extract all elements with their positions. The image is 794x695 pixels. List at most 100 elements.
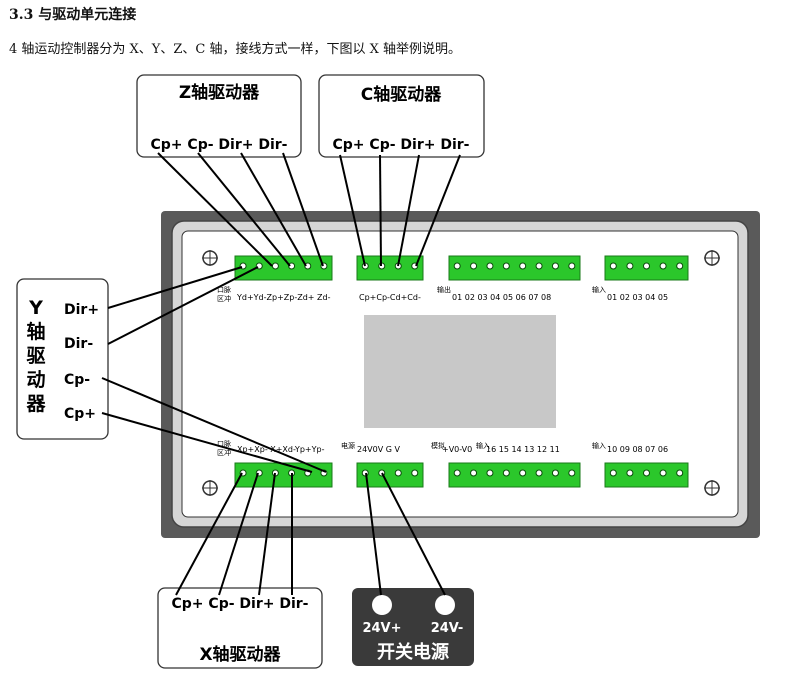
y-pin-cp-plus: Cp+ — [64, 406, 96, 422]
terminal-screw-icon — [643, 262, 650, 270]
y-pin-dir-plus: Dir+ — [64, 302, 99, 318]
top-in-label: 输入 — [592, 285, 606, 294]
terminal-bottom-in — [448, 462, 581, 488]
top-in-pin-labels: 01 02 03 04 05 — [607, 293, 668, 302]
wire-y-cp-minus — [101, 377, 327, 473]
mount-hole-icon — [704, 250, 720, 266]
z-driver-pins: Cp+ Cp- Dir+ Dir- — [151, 137, 288, 153]
top-left-pin-labels: Yd+Yd-Zp+Zp-Zd+ Zd- — [236, 293, 331, 302]
terminal-screw-icon — [411, 469, 419, 477]
y-driver-box — [16, 278, 109, 440]
terminal-screw-icon — [502, 469, 510, 477]
terminal-screw-icon — [486, 262, 494, 270]
y-pin-dir-minus: Dir- — [64, 336, 93, 352]
terminal-screw-icon — [568, 262, 576, 270]
power-title: 开关电源 — [377, 641, 449, 663]
wire-y-dir-plus — [107, 266, 243, 309]
y-driver-title-char: 动 — [26, 369, 45, 391]
wire-c-cp-plus — [339, 154, 366, 267]
display-window — [364, 315, 556, 428]
y-driver-title-char: 器 — [25, 393, 46, 415]
terminal-screw-icon — [626, 262, 634, 270]
bottom-label-strip — [214, 438, 688, 460]
terminal-top-left-body — [234, 255, 333, 281]
bottom-left-pin-labels: Xp+Xp- X+Xd-Yp+Yp- — [237, 445, 325, 454]
terminal-screw-icon — [551, 469, 559, 477]
terminal-screw-icon — [676, 469, 684, 477]
terminal-screw-icon — [502, 262, 510, 270]
terminal-screw-icon — [609, 469, 617, 477]
terminal-bottom-left — [234, 462, 333, 488]
c-driver-pins: Cp+ Cp- Dir+ Dir- — [333, 137, 470, 153]
wire-c-cp-minus — [379, 154, 382, 267]
terminal-screw-icon — [568, 469, 576, 477]
mount-hole-icon — [202, 480, 218, 496]
terminal-screw-icon — [659, 262, 667, 270]
terminal-screw-icon — [535, 469, 543, 477]
top-label-strip — [214, 284, 688, 306]
bottom-analog-label: 模拟 — [431, 441, 445, 450]
y-driver-title-char: 轴 — [26, 320, 45, 343]
terminal-screw-icon — [676, 262, 684, 270]
terminal-screw-icon — [271, 262, 279, 270]
terminal-screw-icon — [453, 262, 461, 270]
power-plus-label: 24V+ — [362, 621, 401, 636]
section-heading: 3.3 与驱动单元连接 — [9, 7, 137, 23]
terminal-bottom-in2 — [604, 462, 689, 488]
power-minus-label: 24V- — [431, 621, 464, 636]
wire-z-dir-minus — [282, 152, 324, 267]
terminal-screw-icon — [626, 469, 634, 477]
top-out-label: 输出 — [437, 285, 451, 294]
bottom-left-side-label: 口脉 — [217, 439, 231, 448]
y-driver-title-char: 驱 — [26, 345, 45, 367]
wire-power-minus — [381, 472, 446, 596]
wire-c-dir-minus — [415, 154, 461, 267]
terminal-screw-icon — [361, 469, 369, 477]
x-driver-box — [157, 587, 323, 669]
terminal-top-out-body — [448, 255, 581, 281]
wire-z-cp-minus — [197, 152, 291, 267]
y-pin-cp-minus: Cp- — [64, 372, 90, 388]
mount-hole-icon — [202, 250, 218, 266]
wire-z-dir-plus — [240, 152, 307, 267]
terminal-screw-icon — [659, 469, 667, 477]
bottom-power-label: 电源 — [341, 441, 355, 450]
bottom-in-label: 输入 — [476, 441, 490, 450]
terminal-screw-icon — [519, 469, 527, 477]
terminal-top-left — [234, 255, 333, 281]
x-driver-pins: Cp+ Cp- Dir+ Dir- — [172, 596, 309, 612]
terminal-top-out — [448, 255, 581, 281]
c-driver-title: C轴驱动器 — [361, 84, 442, 105]
bottom-analog-pin-labels: +V0-V0 — [442, 445, 472, 454]
terminal-screw-icon — [535, 262, 543, 270]
wires — [101, 152, 461, 596]
terminal-bottom-left-body — [234, 462, 333, 488]
terminal-top-mid — [356, 255, 424, 281]
z-driver-box — [136, 74, 302, 158]
terminal-bottom-in-body — [448, 462, 581, 488]
terminal-screw-icon — [288, 262, 296, 270]
top-left-side-label-2: 区冲 — [217, 294, 231, 303]
bottom-power-pin-labels: 24V0V G V — [357, 445, 401, 454]
wire-x-cp-plus — [175, 472, 243, 596]
terminal-top-in — [604, 255, 689, 281]
terminal-screw-icon — [394, 469, 402, 477]
terminal-screw-icon — [486, 469, 494, 477]
bottom-left-side-label-2: 区冲 — [217, 448, 231, 457]
z-driver-title: Z轴驱动器 — [179, 82, 260, 103]
wire-y-dir-minus — [107, 266, 259, 345]
terminal-screw-icon — [470, 262, 478, 270]
top-mid-pin-labels: Cp+Cp-Cd+Cd- — [359, 293, 421, 302]
terminal-screw-icon — [519, 262, 527, 270]
wire-c-dir-plus — [397, 154, 420, 267]
wire-x-cp-minus — [218, 472, 259, 596]
power-terminal-plus-icon — [372, 595, 392, 615]
bottom-in2-label: 输入 — [592, 441, 606, 450]
terminal-screw-icon — [470, 469, 478, 477]
intro-text: 4 轴运动控制器分为 X、Y、Z、C 轴，接线方式一样，下图以 X 轴举例说明。 — [9, 42, 462, 57]
y-driver-title-char: Y — [28, 297, 43, 319]
bottom-in-pin-labels: 16 15 14 13 12 11 — [486, 445, 560, 454]
bottom-in2-pin-labels: 10 09 08 07 06 — [607, 445, 668, 454]
